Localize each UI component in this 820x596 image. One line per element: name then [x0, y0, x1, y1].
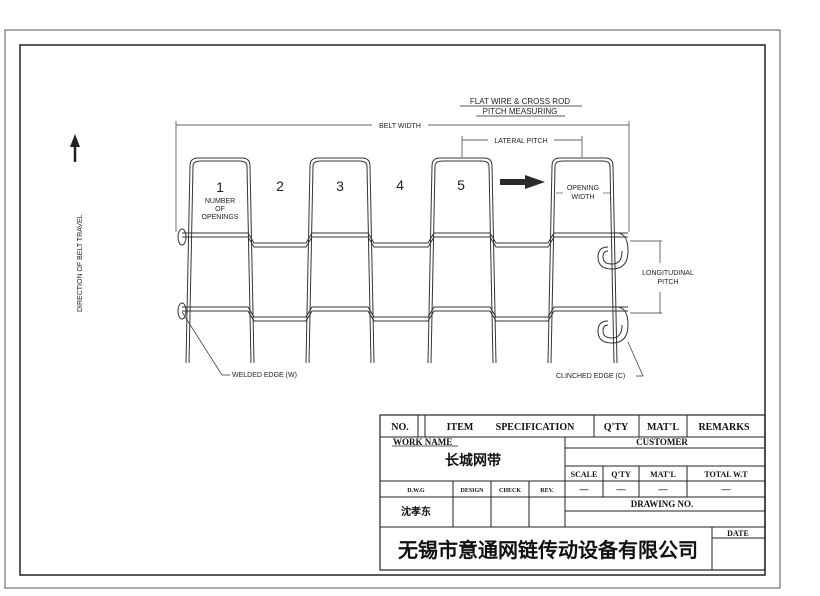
travel-arrow-icon: [500, 175, 545, 189]
total-wt-value: —: [721, 484, 732, 494]
cross-rod-2: [182, 306, 628, 318]
check-label: CHECK: [499, 488, 521, 494]
cross-rod-2: [182, 310, 628, 322]
wire-loop-1: [188, 160, 252, 364]
welded-edge-1: [177, 228, 187, 246]
lateral-pitch-dimension: [461, 136, 583, 157]
col-matl: MAT'L: [647, 422, 679, 433]
col-specification: SPECIFICATION: [496, 422, 575, 433]
longitudinal-pitch-label-1: LONGITUDINAL: [642, 270, 694, 277]
longitudinal-pitch-dimension: [630, 240, 662, 314]
customer-label: CUSTOMER: [636, 437, 688, 447]
scale-value: —: [579, 484, 590, 494]
diagram-title-2: PITCH MEASURING: [483, 107, 558, 116]
col-qty: Q'TY: [604, 422, 629, 433]
clinched-hook-1: [597, 232, 629, 270]
number-of-openings-1: NUMBER: [205, 198, 235, 205]
work-name: 长城网带: [445, 452, 501, 469]
opening-number-4: 4: [396, 177, 404, 193]
matl-value: —: [658, 484, 669, 494]
clinched-hook-2: [597, 306, 629, 344]
wire-loop-3: [427, 157, 497, 364]
company-name: 无锡市意通网链传动设备有限公司: [398, 538, 698, 562]
cross-rod-1: [182, 232, 628, 244]
opening-width-label-1: OPENING: [567, 185, 599, 192]
wire-loop-2: [305, 157, 375, 364]
drafter-name: 沈孝东: [401, 505, 431, 518]
wire-loop-4: [547, 157, 618, 364]
wire-loop-4: [550, 160, 615, 364]
cross-rod-1: [182, 236, 628, 248]
clinched-hook-inner-1: [602, 250, 623, 265]
dwg-label: D.W.G: [407, 488, 425, 494]
wire-loop-2: [308, 160, 372, 364]
lateral-pitch-label: LATERAL PITCH: [494, 138, 547, 145]
clinched-hook-inner-2: [602, 324, 623, 339]
col-remarks: REMARKS: [698, 422, 750, 433]
opening-number-3: 3: [336, 178, 344, 194]
total-wt-label: TOTAL W.T: [704, 470, 748, 479]
opening-number-1: 1: [216, 179, 224, 195]
col-no: NO.: [391, 422, 409, 433]
opening-number-5: 5: [457, 177, 465, 193]
number-of-openings-2: OF: [215, 206, 225, 213]
work-name-label: WORK NAME: [393, 437, 452, 447]
drawing-no-label: DRAWING NO.: [631, 499, 694, 509]
scale-label: SCALE: [571, 470, 598, 479]
direction-label: DIRECTION OF BELT TRAVEL: [77, 214, 84, 312]
design-label: DESIGN: [460, 488, 484, 494]
belt-width-label: BELT WIDTH: [379, 123, 421, 130]
welded-edge-label: WELDED EDGE (W): [232, 372, 297, 379]
rev-label: REV.: [540, 488, 554, 494]
title-block: [379, 414, 766, 571]
date-label: DATE: [727, 529, 749, 538]
longitudinal-pitch-label-2: PITCH: [658, 279, 679, 286]
direction-arrow-icon: [70, 134, 80, 162]
matl-label: MAT'L: [650, 470, 676, 479]
opening-width-label-2: WIDTH: [572, 194, 595, 201]
number-of-openings-3: OPENINGS: [202, 214, 239, 221]
qty-value: —: [616, 484, 627, 494]
opening-number-2: 2: [276, 178, 284, 194]
inner-border: [19, 44, 766, 576]
clinched-edge-label: CLINCHED EDGE (C): [556, 373, 625, 380]
wire-loop-1: [185, 157, 255, 364]
col-item: ITEM: [447, 422, 474, 433]
belt-mesh: [177, 157, 629, 364]
diagram-title-1: FLAT WIRE & CROSS ROD: [470, 97, 570, 106]
qty-label: Q'TY: [611, 470, 631, 479]
belt-width-dimension: [175, 121, 630, 232]
wire-loop-3: [430, 160, 494, 364]
welded-edge-2: [177, 302, 187, 320]
outer-border: [4, 29, 781, 589]
